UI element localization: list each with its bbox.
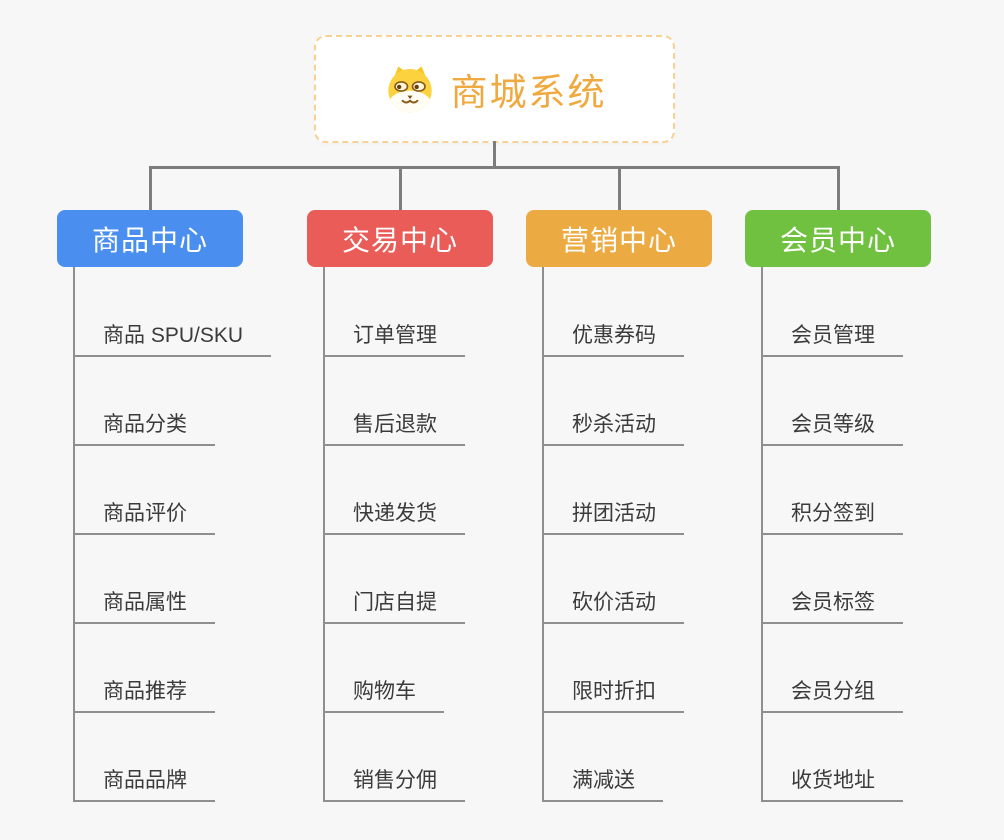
leaf-node[interactable]: 商品评价 (73, 489, 215, 535)
leaf-node[interactable]: 优惠券码 (542, 311, 684, 357)
leaf-node[interactable]: 满减送 (542, 756, 663, 802)
leaf-label: 会员管理 (791, 324, 875, 347)
leaf-label: 订单管理 (353, 324, 437, 347)
leaf-node[interactable]: 快递发货 (323, 489, 465, 535)
leaf-node[interactable]: 拼团活动 (542, 489, 684, 535)
leaf-label: 商品评价 (103, 502, 187, 525)
leaf-node[interactable]: 商品分类 (73, 400, 215, 446)
branch-node-trade-center[interactable]: 交易中心 (307, 210, 493, 267)
leaf-node[interactable]: 商品品牌 (73, 756, 215, 802)
branch-label: 会员中心 (779, 224, 896, 256)
leaf-node[interactable]: 会员标签 (761, 578, 903, 624)
leaf-label: 会员标签 (791, 591, 875, 614)
leaf-node[interactable]: 会员管理 (761, 311, 903, 357)
leaf-node[interactable]: 积分签到 (761, 489, 903, 535)
leaf-node[interactable]: 商品 SPU/SKU (73, 311, 272, 357)
leaf-label: 销售分佣 (353, 769, 437, 792)
leaf-node[interactable]: 售后退款 (323, 400, 465, 446)
connector-line-drop-3 (837, 166, 840, 210)
leaf-label: 收货地址 (791, 769, 875, 792)
leaf-label: 优惠券码 (572, 324, 656, 347)
leaf-node[interactable]: 商品属性 (73, 578, 215, 624)
leaf-node[interactable]: 秒杀活动 (542, 400, 684, 446)
leaf-node[interactable]: 砍价活动 (542, 578, 684, 624)
leaf-node[interactable]: 销售分佣 (323, 756, 465, 802)
leaf-label: 会员分组 (791, 680, 875, 703)
leaf-label: 会员等级 (791, 413, 875, 436)
leaf-node[interactable]: 购物车 (323, 667, 444, 713)
root-node[interactable]: 商城系统 (314, 35, 675, 143)
leaf-label: 秒杀活动 (572, 413, 656, 436)
leaf-node[interactable]: 商品推荐 (73, 667, 215, 713)
leaf-label: 购物车 (353, 680, 416, 703)
root-title: 商城系统 (450, 72, 607, 113)
leaf-node[interactable]: 门店自提 (323, 578, 465, 624)
connector-line-root-stem (493, 141, 496, 169)
leaf-label: 商品分类 (103, 413, 187, 436)
leaf-label: 满减送 (572, 769, 635, 792)
leaf-label: 积分签到 (791, 502, 875, 525)
leaf-node[interactable]: 订单管理 (323, 311, 465, 357)
leaf-label: 快递发货 (353, 502, 437, 525)
leaf-label: 商品推荐 (103, 680, 187, 703)
leaf-label: 门店自提 (353, 591, 437, 614)
leaf-label: 商品 SPU/SKU (103, 324, 244, 347)
leaf-label: 拼团活动 (572, 502, 656, 525)
leaf-label: 商品属性 (103, 591, 187, 614)
leaf-label: 砍价活动 (572, 591, 656, 614)
leaf-label: 限时折扣 (572, 680, 656, 703)
leaf-label: 售后退款 (353, 413, 437, 436)
connector-line-drop-0 (149, 166, 152, 210)
branch-label: 交易中心 (341, 224, 458, 256)
connector-line-horizontal (149, 166, 840, 169)
leaf-node[interactable]: 会员分组 (761, 667, 903, 713)
branch-node-product-center[interactable]: 商品中心 (57, 210, 243, 267)
branch-label: 商品中心 (91, 224, 208, 256)
branch-node-member-center[interactable]: 会员中心 (745, 210, 931, 267)
leaf-label: 商品品牌 (103, 769, 187, 792)
connector-line-drop-2 (618, 166, 621, 210)
leaf-node[interactable]: 限时折扣 (542, 667, 684, 713)
connector-line-drop-1 (399, 166, 402, 210)
dog-face-icon (383, 64, 437, 114)
leaf-node[interactable]: 收货地址 (761, 756, 903, 802)
branch-node-marketing-center[interactable]: 营销中心 (526, 210, 712, 267)
branch-label: 营销中心 (560, 224, 677, 256)
leaf-node[interactable]: 会员等级 (761, 400, 903, 446)
